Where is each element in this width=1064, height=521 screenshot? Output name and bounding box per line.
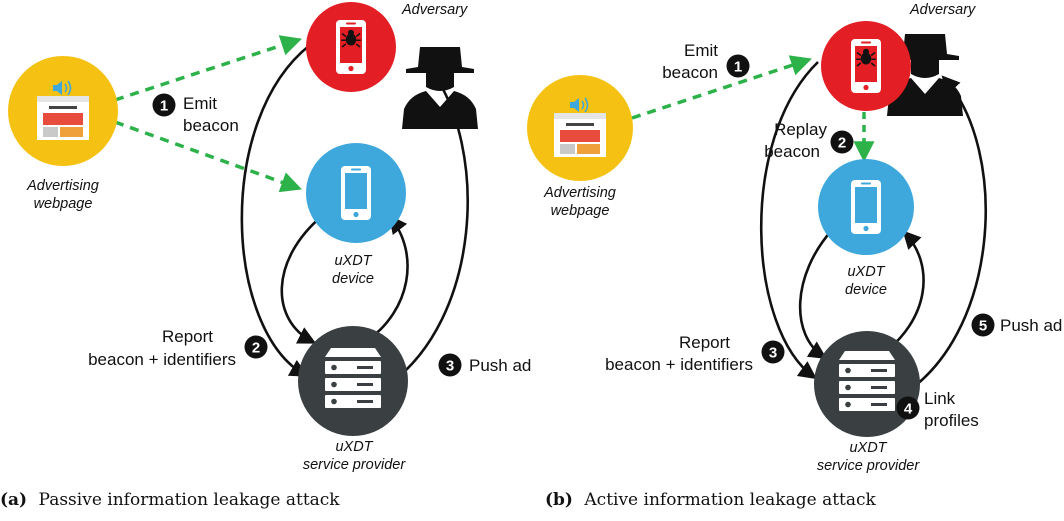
uxdt-device-node <box>306 143 406 243</box>
smartphone-icon <box>851 180 881 234</box>
caption-a-tag: (a) <box>0 490 27 510</box>
provider-label-line2: service provider <box>303 457 407 473</box>
step-5-label: Push ad <box>1000 316 1062 335</box>
step-4-number: 4 <box>904 401 913 418</box>
step-2-label-line2: beacon <box>764 142 820 161</box>
caption-b-tag: (b) <box>545 490 573 510</box>
service-provider-node <box>814 331 920 437</box>
beacon-arrow-to-adversary <box>631 55 812 120</box>
caption-a: (a) Passive information leakage attack <box>0 490 340 510</box>
arrow-device-to-provider <box>798 229 833 359</box>
adversary-phone-node <box>821 21 911 111</box>
step-4-label-line1: Link <box>924 389 956 408</box>
device-label-line2: device <box>845 282 887 298</box>
panel-a: Advertising webpage Adversary uXDT devic… <box>0 2 531 510</box>
webpage-label-line1: Advertising <box>543 185 616 201</box>
caption-b-text: Active information leakage attack <box>583 490 876 510</box>
adversary-label: Adversary <box>401 2 468 18</box>
caption-a-text: Passive information leakage attack <box>39 490 341 510</box>
step-2-number: 2 <box>838 135 846 152</box>
beacon-arrow-to-adversary <box>114 35 302 102</box>
provider-label-line1: uXDT <box>335 439 373 455</box>
provider-label-line1: uXDT <box>849 440 887 456</box>
step-1-label-line1: Emit <box>183 94 217 113</box>
step-4-label-line2: profiles <box>924 411 979 430</box>
device-label-line1: uXDT <box>334 253 372 269</box>
arrow-adversary-to-provider <box>759 61 819 380</box>
step-3-label-line2: beacon + identifiers <box>605 355 753 374</box>
hacker-icon <box>402 47 478 129</box>
webpage-label-line2: webpage <box>551 203 610 219</box>
advertising-webpage-node <box>527 75 633 181</box>
step-1-label-line2: beacon <box>662 63 718 82</box>
step-3-number: 3 <box>769 345 777 362</box>
webpage-label-line1: Advertising <box>26 178 99 194</box>
step-1-label-line2: beacon <box>183 116 239 135</box>
server-icon <box>325 348 381 408</box>
step-3-label: Push ad <box>469 356 531 375</box>
webpage-label-line2: webpage <box>34 196 93 212</box>
adversary-phone-node <box>306 2 396 92</box>
step-5-number: 5 <box>979 318 987 335</box>
caption-b: (b) Active information leakage attack <box>545 490 877 510</box>
step-3-label-line1: Report <box>679 333 730 352</box>
smartphone-icon <box>851 39 881 93</box>
beacon-arrow-to-device <box>114 120 302 193</box>
arrow-push-ad-adversary <box>896 75 987 400</box>
step-2-label-line1: Report <box>162 327 213 346</box>
server-icon <box>839 351 895 411</box>
provider-label-line2: service provider <box>817 458 921 474</box>
uxdt-device-node <box>818 159 914 255</box>
step-1-number: 1 <box>160 98 168 115</box>
step-2-number: 2 <box>252 340 260 357</box>
device-label-line2: device <box>332 271 374 287</box>
smartphone-icon <box>341 166 371 220</box>
arrow-push-ad-device <box>367 215 409 342</box>
step-2-label-line1: Replay <box>774 120 827 139</box>
arrow-adversary-to-provider <box>240 43 311 377</box>
adversary-label: Adversary <box>909 2 976 18</box>
step-2-label-line2: beacon + identifiers <box>88 350 236 369</box>
step-1-number: 1 <box>734 59 742 76</box>
device-label-line1: uXDT <box>847 264 885 280</box>
service-provider-node <box>298 326 408 436</box>
arrow-device-to-provider <box>280 215 323 344</box>
panel-b: Advertising webpage Adversary uXDT devic… <box>527 2 1062 510</box>
advertising-webpage-node <box>8 56 118 166</box>
step-3-number: 3 <box>446 358 454 375</box>
smartphone-icon <box>336 20 366 74</box>
step-1-label-line1: Emit <box>684 41 718 60</box>
